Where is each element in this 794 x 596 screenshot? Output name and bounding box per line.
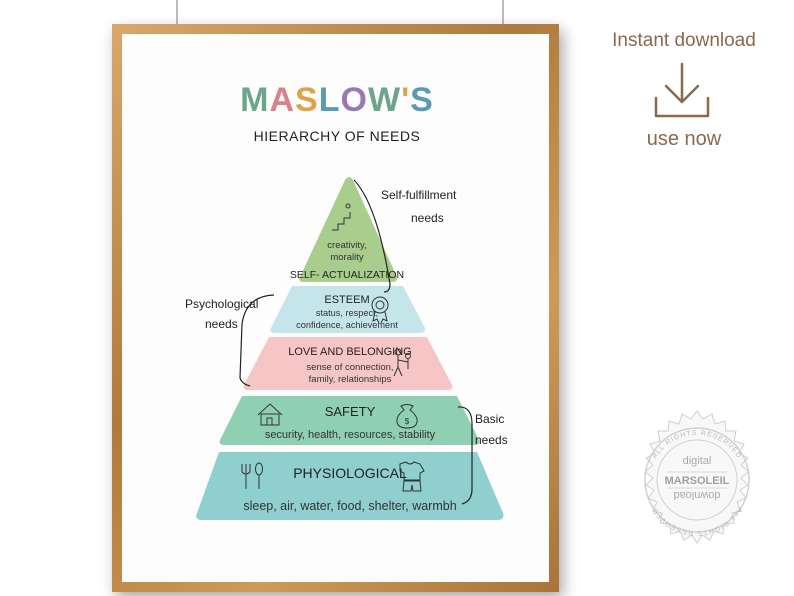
basic-label-1: Basic — [475, 412, 504, 426]
hanging-wire-left — [176, 0, 178, 28]
psychological-label-2: needs — [205, 317, 238, 331]
basic-label-2: needs — [475, 433, 508, 447]
marsoleil-seal: ALL RIGHTS RESERVED ALL RIGHTS RESERVED … — [644, 410, 750, 544]
safety-tier — [219, 396, 480, 445]
safety-label: SAFETY — [325, 404, 376, 419]
love-belonging-desc-1: sense of connection, — [306, 362, 393, 373]
cutlery-icon — [241, 462, 263, 489]
self-actualization-desc-2: morality — [330, 252, 364, 263]
money-bag-icon: $ — [396, 404, 418, 429]
hanging-wire-right — [502, 0, 504, 28]
title-letter: O — [341, 81, 368, 119]
safety-desc: security, health, resources, stability — [265, 429, 436, 441]
instant-download-text: Instant download — [612, 30, 756, 51]
physiological-tier — [196, 452, 504, 520]
esteem-desc-1: status, respect, — [316, 308, 378, 318]
physiological-label: PHYSIOLOGICAL — [293, 465, 407, 481]
svg-text:$: $ — [405, 417, 410, 426]
stairs-icon — [332, 203, 351, 231]
self-fulfillment-bracket — [353, 179, 391, 293]
psychological-label-1: Psychological — [185, 297, 258, 311]
download-icon — [654, 62, 710, 118]
house-icon — [257, 403, 283, 426]
basic-bracket — [457, 406, 473, 505]
poster-subtitle: HIERARCHY OF NEEDS — [254, 128, 421, 144]
medal-icon — [371, 296, 389, 324]
love-belonging-desc-2: family, relationships — [309, 374, 392, 385]
use-now-text: use now — [646, 128, 722, 150]
self-fulfillment-label-2: needs — [411, 211, 444, 225]
poster-title: MASLOW'S — [240, 81, 434, 119]
seal-digital: digital — [683, 455, 712, 467]
physiological-desc: sleep, air, water, food, shelter, warmbh — [243, 499, 456, 513]
self-actualization-label: SELF- ACTUALIZATION — [290, 269, 404, 281]
title-letter: W — [368, 81, 401, 119]
hierarchy-poster-svg: MASLOW'S HIERARCHY OF NEEDS creativity, … — [185, 81, 508, 520]
clothes-icon — [399, 461, 425, 492]
title-letter: M — [240, 81, 269, 119]
title-letter: ' — [401, 81, 410, 119]
self-actualization-tier — [299, 177, 398, 282]
poster-frame: MASLOW'S HIERARCHY OF NEEDS creativity, … — [112, 24, 559, 592]
self-fulfillment-label-1: Self-fulfillment — [381, 188, 457, 202]
family-icon — [393, 348, 411, 377]
title-letter: S — [295, 81, 319, 119]
title-letter: S — [410, 81, 434, 119]
esteem-label: ESTEEM — [324, 294, 369, 306]
psychological-bracket — [239, 294, 275, 387]
self-actualization-desc-1: creativity, — [327, 240, 366, 251]
seal-download: download — [673, 489, 720, 501]
poster: MASLOW'S HIERARCHY OF NEEDS creativity, … — [122, 34, 549, 582]
title-letter: A — [269, 81, 295, 119]
seal-brand: MARSOLEIL — [665, 475, 730, 487]
esteem-desc-2: confidence, achievement — [296, 320, 398, 330]
title-letter: L — [319, 81, 341, 119]
love-belonging-label: LOVE AND BELONGING — [288, 346, 411, 358]
